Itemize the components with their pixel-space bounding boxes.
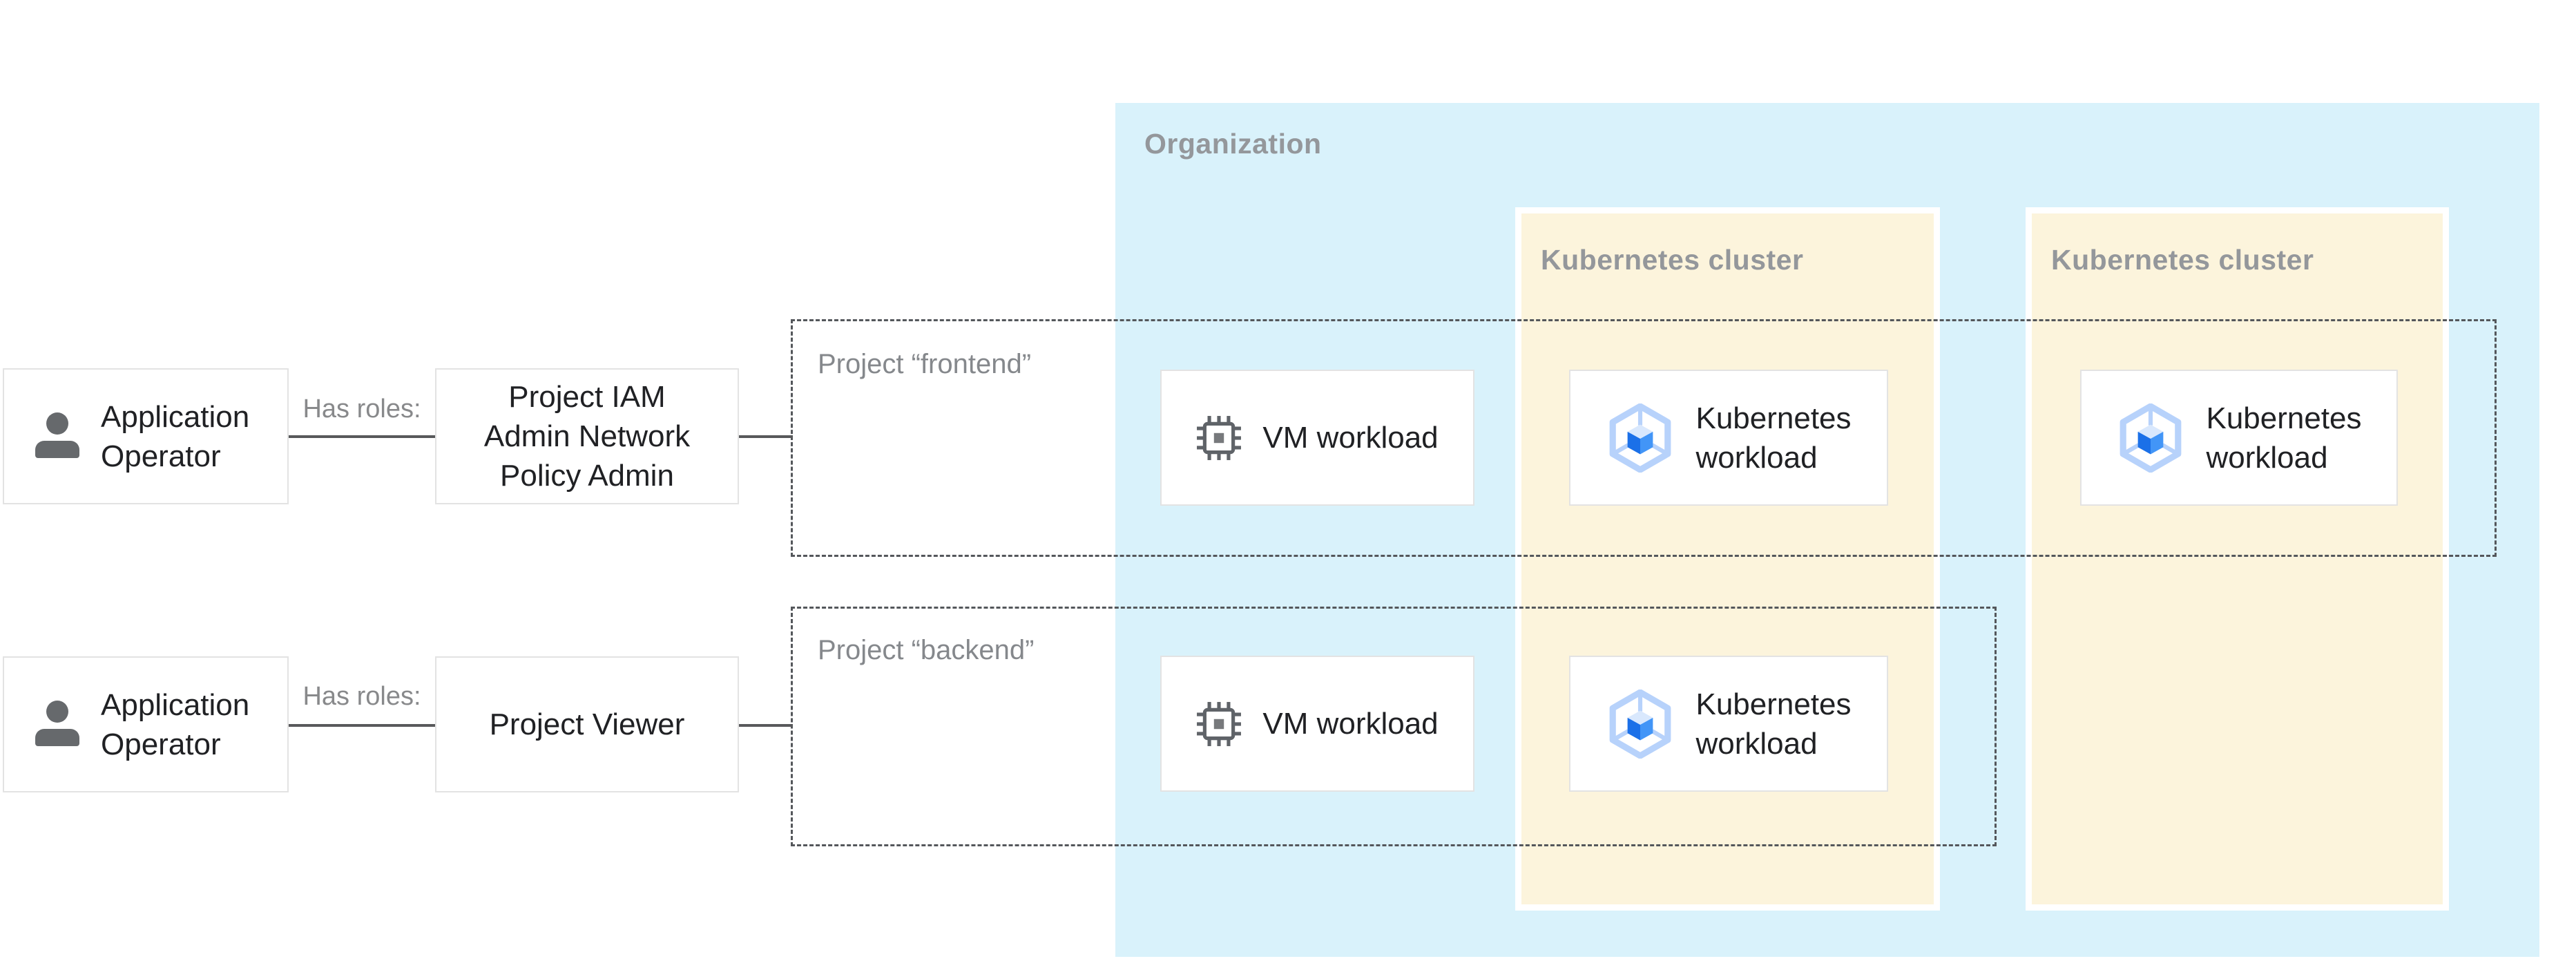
connector-actor2-role2 <box>289 724 435 727</box>
role-node-project-viewer: Project Viewer <box>435 656 739 792</box>
kubernetes-workload-label: Kubernetes workload <box>1695 687 1852 761</box>
kubernetes-workload-label: Kubernetes workload <box>1695 401 1852 475</box>
person-head-shape <box>46 412 68 435</box>
person-body-shape <box>35 728 79 746</box>
connector-role2-backend <box>739 724 793 727</box>
kubernetes-workload-node-backend-c1: Kubernetes workload <box>1569 656 1888 792</box>
connector-role1-frontend <box>739 435 793 438</box>
project-backend-label: Project “backend” <box>818 635 1035 665</box>
actor-name-1: Application Operator <box>101 399 250 473</box>
kubernetes-workload-label: Kubernetes workload <box>2206 401 2362 475</box>
project-backend-boundary: Project “backend” <box>791 607 1997 846</box>
vm-workload-label: VM workload <box>1262 421 1439 455</box>
gke-hexagon-icon <box>1610 403 1671 473</box>
has-roles-label-1: Has roles: <box>302 394 421 424</box>
connector-actor1-role1 <box>289 435 435 438</box>
vm-workload-node-backend: VM workload <box>1160 656 1474 792</box>
kubernetes-cluster-zone-1: Kubernetes cluster <box>1515 207 1940 911</box>
kubernetes-cluster-zone-2: Kubernetes cluster <box>2026 207 2449 911</box>
role-node-project-iam-admin: Project IAM Admin Network Policy Admin <box>435 368 739 504</box>
gke-hexagon-icon <box>1610 689 1671 759</box>
person-head-shape <box>46 700 68 723</box>
actor-name-2: Application Operator <box>101 687 250 761</box>
cpu-chip-icon <box>1197 415 1242 460</box>
application-operator-node-2: Application Operator <box>3 656 289 792</box>
organization-label: Organization <box>1144 128 1322 160</box>
person-body-shape <box>35 440 79 458</box>
kubernetes-workload-node-frontend-c2: Kubernetes workload <box>2080 370 2398 506</box>
vm-workload-node-frontend: VM workload <box>1160 370 1474 506</box>
kubernetes-workload-node-frontend-c1: Kubernetes workload <box>1569 370 1888 506</box>
application-operator-node-1: Application Operator <box>3 368 289 504</box>
kubernetes-cluster-2-label: Kubernetes cluster <box>2051 244 2314 276</box>
project-frontend-label: Project “frontend” <box>818 349 1032 379</box>
kubernetes-cluster-1-label: Kubernetes cluster <box>1541 244 1804 276</box>
project-frontend-boundary: Project “frontend” <box>791 319 2497 557</box>
person-icon <box>35 412 80 461</box>
has-roles-label-2: Has roles: <box>302 682 421 711</box>
cpu-chip-icon <box>1197 701 1242 746</box>
vm-workload-label: VM workload <box>1262 707 1439 741</box>
person-icon <box>35 700 80 749</box>
gke-hexagon-icon <box>2120 403 2182 473</box>
